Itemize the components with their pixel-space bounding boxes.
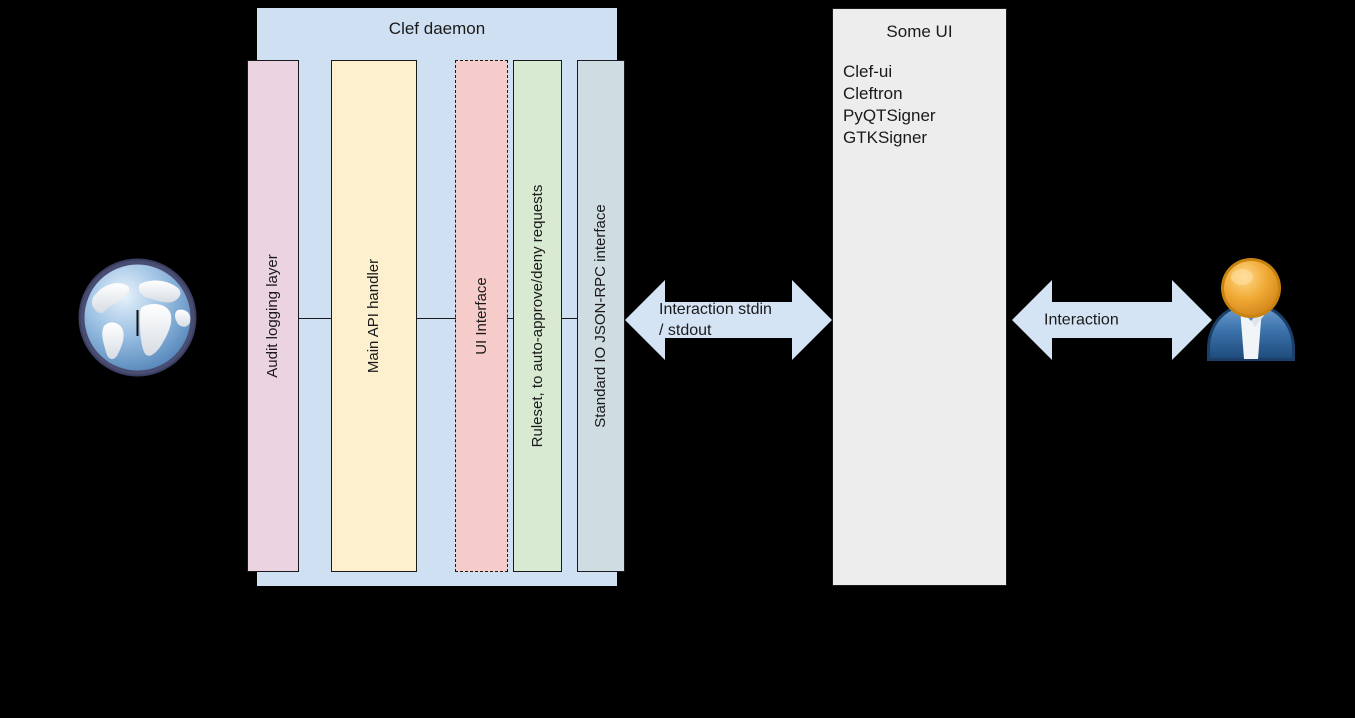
component-ui-interface[interactable]: UI Interface xyxy=(455,60,508,572)
arrow-label-ui-to-user: Interaction xyxy=(1044,311,1119,329)
list-item[interactable]: Cleftron xyxy=(843,84,903,103)
component-label-standard-io-jsonrpc-interface: Standard IO JSON-RPC interface xyxy=(592,204,609,428)
list-item[interactable]: PyQTSigner xyxy=(843,106,936,125)
some-ui-list: Clef-ui Cleftron PyQTSigner GTKSigner xyxy=(843,61,936,149)
list-item[interactable]: GTKSigner xyxy=(843,128,928,147)
arrow-daemon-to-ui: Interaction stdin / stdout xyxy=(625,280,832,360)
connector-audit-to-main xyxy=(298,318,332,319)
component-standard-io-jsonrpc-interface[interactable]: Standard IO JSON-RPC interface xyxy=(577,60,625,572)
connector-ui-to-ruleset xyxy=(507,318,514,319)
component-ruleset[interactable]: Ruleset, to auto-approve/deny requests xyxy=(513,60,562,572)
list-item[interactable]: Clef-ui xyxy=(843,62,893,81)
some-ui-title: Some UI xyxy=(886,22,953,41)
clef-daemon-container xyxy=(257,8,617,586)
component-label-ui-interface: UI Interface xyxy=(472,277,490,355)
component-label-audit-logging-layer: Audit logging layer xyxy=(264,254,281,378)
user-icon xyxy=(1203,255,1299,365)
clef-daemon-title: Clef daemon xyxy=(388,19,486,38)
component-audit-logging-layer[interactable]: Audit logging layer xyxy=(247,60,299,572)
connector-main-to-ui xyxy=(416,318,456,319)
component-label-main-api-handler: Main API handler xyxy=(365,258,382,374)
arrow-label-daemon-to-ui: Interaction stdin / stdout xyxy=(659,301,772,339)
arrow-ui-to-user: Interaction xyxy=(1012,280,1212,360)
component-label-ruleset: Ruleset, to auto-approve/deny requests xyxy=(528,184,546,448)
connector-ruleset-to-io xyxy=(561,318,578,319)
globe-icon xyxy=(74,254,201,381)
some-ui-panel: Some UI Clef-ui Cleftron PyQTSigner GTKS… xyxy=(832,8,1007,586)
component-main-api-handler[interactable]: Main API handler xyxy=(331,60,417,572)
